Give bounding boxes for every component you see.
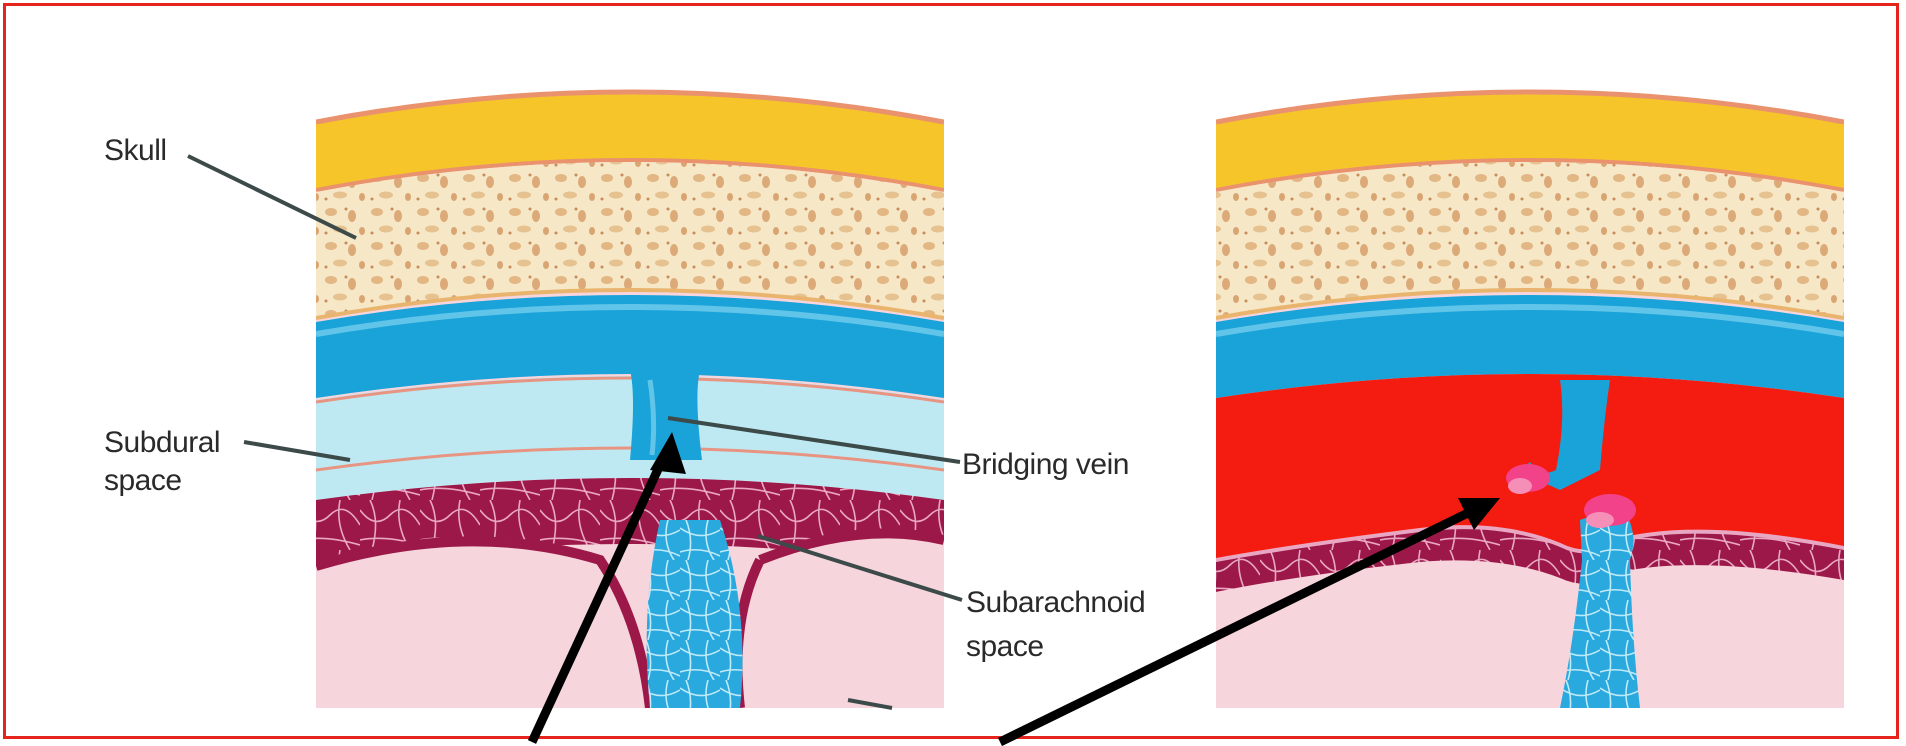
subdural-label-line2: space <box>104 464 182 497</box>
subarachnoid-label-line1: Subarachnoid <box>966 586 1145 619</box>
subarachnoid-label-line2: space <box>966 630 1044 663</box>
subdural-hematoma-panel <box>1216 70 1844 708</box>
bridging-vein-label: Bridging vein <box>962 448 1129 481</box>
subdural-label-line1: Subdural <box>104 426 220 459</box>
cortical-vein <box>647 520 743 708</box>
skull-label: Skull <box>104 134 167 167</box>
normal-anatomy-panel <box>316 70 944 708</box>
